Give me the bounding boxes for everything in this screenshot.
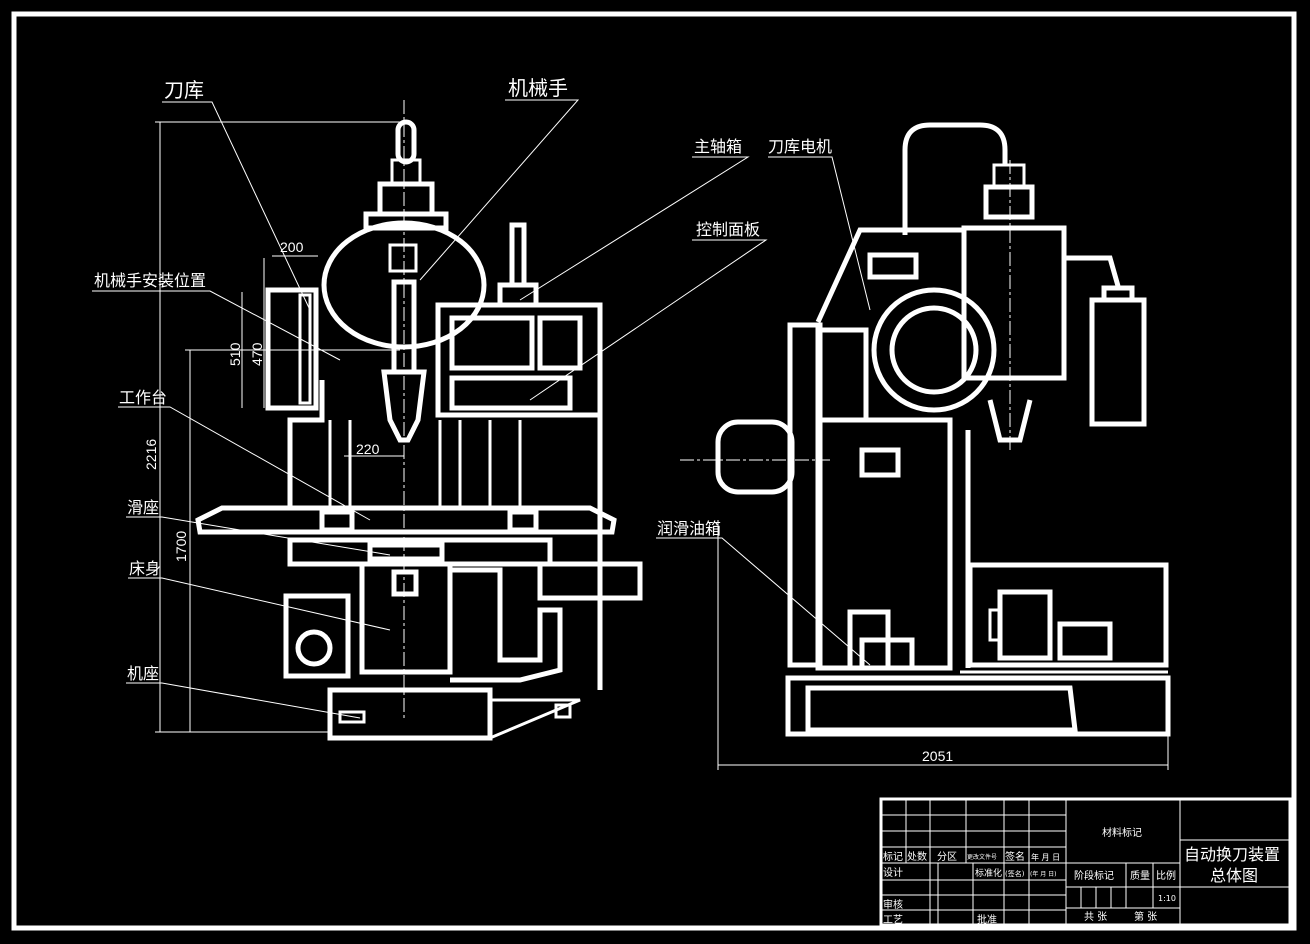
tb-date: 年 月 日 xyxy=(1031,852,1060,862)
tb-sheets-total: 共 张 xyxy=(1084,911,1107,923)
tb-mark: 标记 xyxy=(883,851,903,863)
tb-title-line1: 自动换刀装置 xyxy=(1184,845,1280,864)
tb-ratio: 比例 xyxy=(1156,869,1176,882)
tb-material: 材料标记 xyxy=(1102,826,1142,839)
label-magazine-motor: 刀库电机 xyxy=(768,137,832,156)
label-worktable: 工作台 xyxy=(119,388,167,407)
tb-review: 审核 xyxy=(883,898,903,911)
tb-mass: 质量 xyxy=(1130,870,1150,882)
tb-date-paren: (年 月 日) xyxy=(1030,870,1057,878)
side-view-machine xyxy=(680,122,1171,737)
tb-scale: 1:10 xyxy=(1158,894,1176,903)
tb-stage: 阶段标记 xyxy=(1074,869,1114,882)
drawing-border xyxy=(11,11,1297,931)
tb-count: 处数 xyxy=(907,850,927,863)
dim-470: 470 xyxy=(249,342,265,366)
dim-1700: 1700 xyxy=(173,531,189,562)
dim-2051: 2051 xyxy=(922,748,953,764)
tb-design: 设计 xyxy=(883,866,903,879)
label-bed: 床身 xyxy=(129,559,161,578)
label-manipulator-mount: 机械手安装位置 xyxy=(94,271,206,290)
dimension-lines xyxy=(155,121,1169,770)
label-slide: 滑座 xyxy=(127,498,159,517)
tb-sheet-no: 第 张 xyxy=(1134,910,1157,923)
tb-approve: 批准 xyxy=(977,913,997,926)
tb-zone: 分区 xyxy=(937,851,957,863)
label-control-panel: 控制面板 xyxy=(696,220,760,239)
label-lube-tank: 润滑油箱 xyxy=(657,519,721,538)
label-tool-magazine: 刀库 xyxy=(164,78,204,102)
dim-510: 510 xyxy=(227,342,243,366)
label-base: 机座 xyxy=(127,664,159,683)
front-view-machine xyxy=(195,100,643,741)
tb-process: 工艺 xyxy=(883,914,903,926)
dim-220: 220 xyxy=(356,441,380,457)
dim-200: 200 xyxy=(280,239,304,255)
tb-signature: 签名 xyxy=(1005,850,1025,863)
tb-sign-paren: (签名) xyxy=(1005,869,1025,878)
title-block xyxy=(879,797,1292,927)
leader-lines xyxy=(92,99,871,719)
tb-standardization: 标准化 xyxy=(975,867,1002,879)
tb-title-line2: 总体图 xyxy=(1210,866,1258,885)
dim-2216: 2216 xyxy=(143,439,159,470)
tb-change-doc: 更改文件号 xyxy=(967,853,997,861)
label-spindle-box: 主轴箱 xyxy=(694,137,742,156)
label-manipulator: 机械手 xyxy=(508,76,568,100)
